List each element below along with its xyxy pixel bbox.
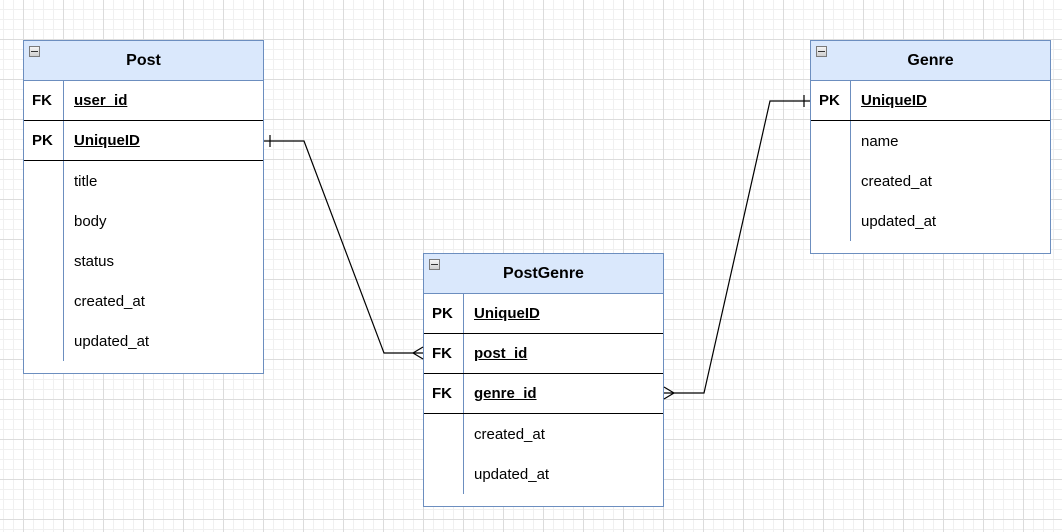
- entity-genre-header[interactable]: Genre: [811, 41, 1050, 81]
- entity-post-header[interactable]: Post: [24, 41, 263, 81]
- key-badge: FK: [432, 345, 452, 362]
- collapse-icon[interactable]: [429, 259, 440, 270]
- field-name: UniqueID: [474, 305, 540, 322]
- entity-genre-row[interactable]: name: [811, 121, 1050, 161]
- entity-post[interactable]: Post FK user_id PK UniqueID title body s…: [23, 40, 264, 374]
- entity-post-row[interactable]: updated_at: [24, 321, 263, 361]
- entity-post-row[interactable]: status: [24, 241, 263, 281]
- column-divider: [850, 81, 851, 120]
- entity-genre-title: Genre: [907, 51, 954, 69]
- relationship-line-genre-postgenre[interactable]: [664, 100, 810, 394]
- entity-genre-row[interactable]: created_at: [811, 161, 1050, 201]
- entity-postgenre-title: PostGenre: [503, 264, 584, 282]
- relationship-line-post-postgenre[interactable]: [264, 140, 423, 354]
- entity-postgenre-row[interactable]: updated_at: [424, 454, 663, 494]
- field-name: created_at: [861, 172, 932, 190]
- column-divider: [63, 81, 64, 120]
- collapse-icon[interactable]: [29, 46, 40, 57]
- entity-genre[interactable]: Genre PK UniqueID name created_at update…: [810, 40, 1051, 254]
- field-name: name: [861, 132, 899, 150]
- field-name: body: [74, 212, 107, 230]
- column-divider: [463, 374, 464, 413]
- field-name: user_id: [74, 92, 128, 109]
- key-badge: PK: [432, 305, 453, 322]
- entity-post-title: Post: [126, 51, 161, 69]
- key-badge: FK: [32, 92, 52, 109]
- column-divider: [850, 201, 851, 241]
- field-name: created_at: [74, 292, 145, 310]
- field-name: created_at: [474, 425, 545, 443]
- column-divider: [463, 294, 464, 333]
- column-divider: [63, 241, 64, 281]
- column-divider: [63, 281, 64, 321]
- field-name: UniqueID: [74, 132, 140, 149]
- field-name: updated_at: [861, 212, 937, 230]
- field-name: title: [74, 172, 98, 190]
- entity-genre-row[interactable]: updated_at: [811, 201, 1050, 241]
- field-name: updated_at: [74, 332, 150, 350]
- entity-postgenre-row[interactable]: FK genre_id: [424, 374, 663, 414]
- field-name: post_id: [474, 345, 528, 362]
- key-badge: FK: [432, 385, 452, 402]
- entity-postgenre-header[interactable]: PostGenre: [424, 254, 663, 294]
- entity-postgenre[interactable]: PostGenre PK UniqueID FK post_id FK genr…: [423, 253, 664, 507]
- field-name: status: [74, 252, 115, 270]
- entity-post-row[interactable]: body: [24, 201, 263, 241]
- entity-genre-row[interactable]: PK UniqueID: [811, 81, 1050, 121]
- cardinality-many-mark: [663, 386, 675, 400]
- column-divider: [63, 201, 64, 241]
- column-divider: [63, 161, 64, 201]
- key-badge: PK: [819, 92, 840, 109]
- column-divider: [463, 454, 464, 494]
- field-name: updated_at: [474, 465, 550, 483]
- cardinality-many-mark: [412, 346, 424, 360]
- entity-postgenre-row[interactable]: created_at: [424, 414, 663, 454]
- column-divider: [463, 414, 464, 454]
- entity-post-row[interactable]: created_at: [24, 281, 263, 321]
- column-divider: [850, 161, 851, 201]
- entity-post-row[interactable]: FK user_id: [24, 81, 263, 121]
- entity-post-row[interactable]: title: [24, 161, 263, 201]
- entity-post-row[interactable]: PK UniqueID: [24, 121, 263, 161]
- collapse-icon[interactable]: [816, 46, 827, 57]
- column-divider: [463, 334, 464, 373]
- column-divider: [63, 121, 64, 160]
- column-divider: [850, 121, 851, 161]
- field-name: genre_id: [474, 385, 537, 402]
- entity-postgenre-row[interactable]: PK UniqueID: [424, 294, 663, 334]
- field-name: UniqueID: [861, 92, 927, 109]
- entity-postgenre-row[interactable]: FK post_id: [424, 334, 663, 374]
- column-divider: [63, 321, 64, 361]
- key-badge: PK: [32, 132, 53, 149]
